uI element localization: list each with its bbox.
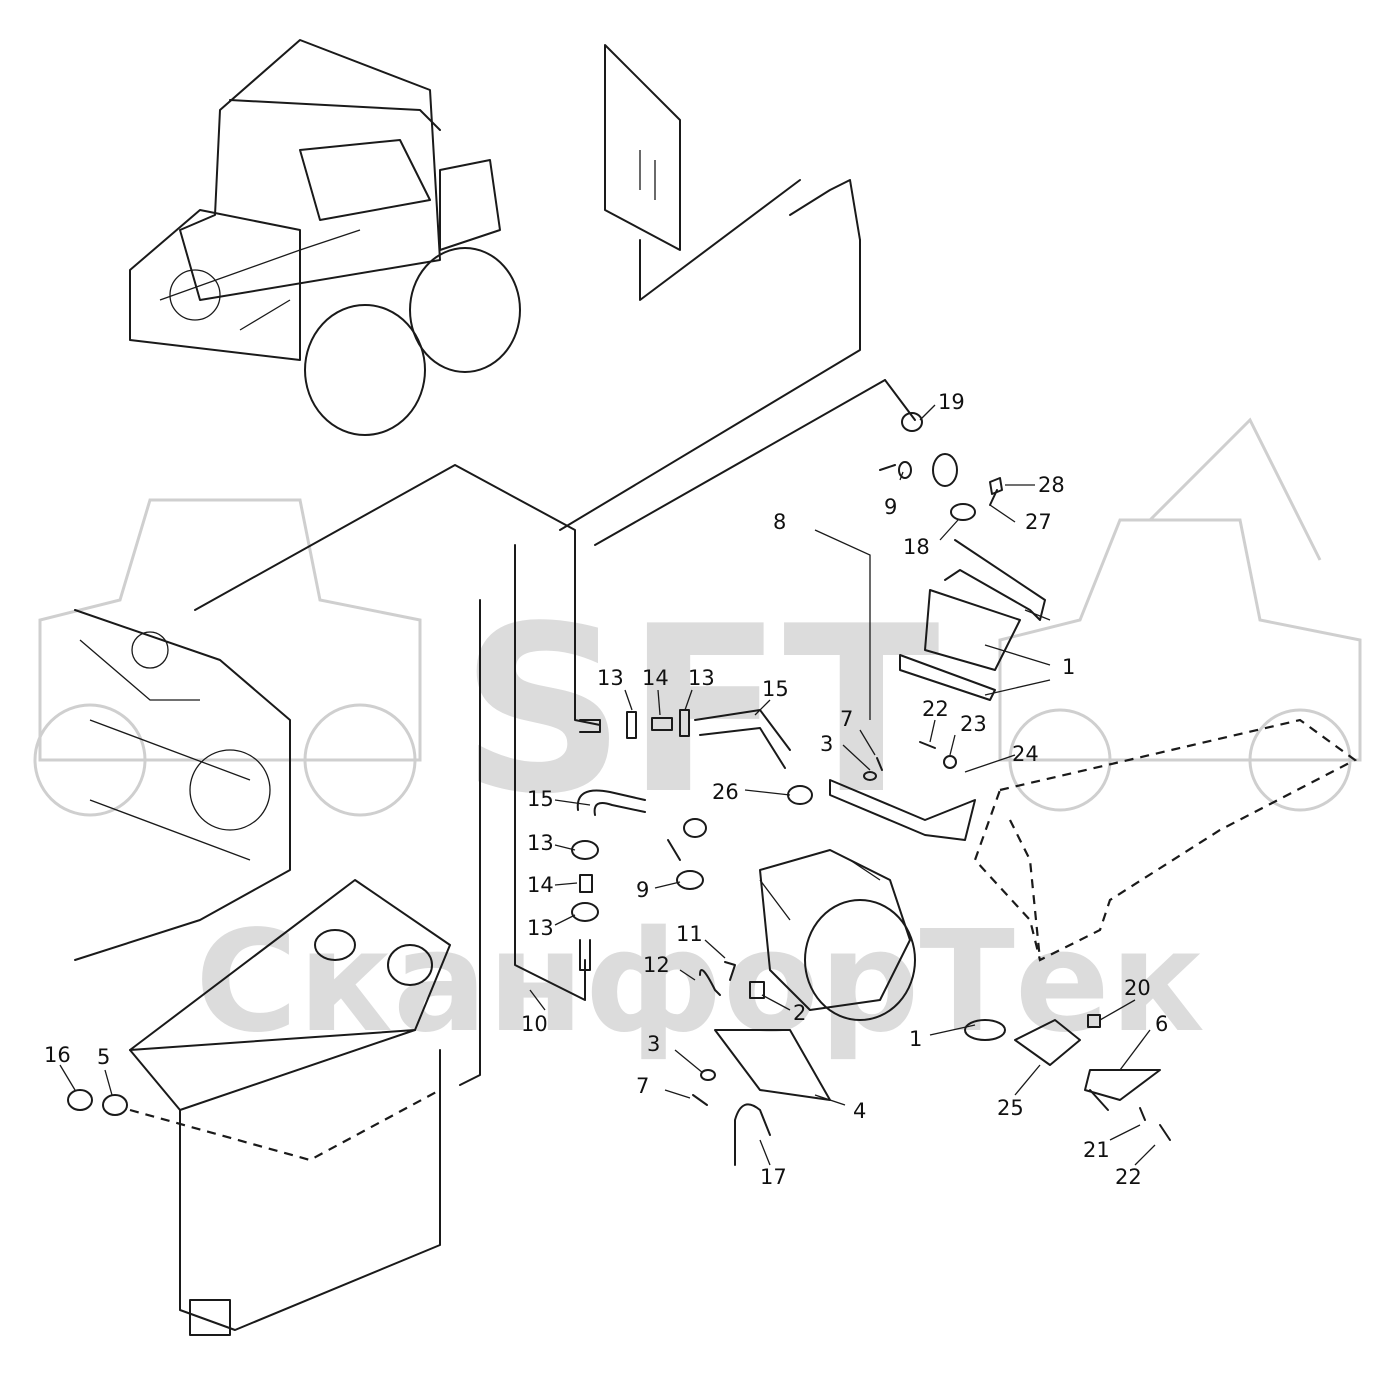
bracket-mount xyxy=(829,779,976,841)
watermark-logo: SFT xyxy=(460,578,940,845)
callout-1: 1 xyxy=(1062,655,1075,679)
callout-1: 1 xyxy=(909,1027,922,1051)
callout-25: 25 xyxy=(997,1096,1024,1120)
callout-22: 22 xyxy=(1115,1165,1142,1189)
pump-motor-assembly xyxy=(759,849,916,1021)
callout-9: 9 xyxy=(636,878,649,902)
callout-12: 12 xyxy=(643,953,670,977)
callout-labels: 19 28 9 27 8 18 1 13 14 13 15 7 22 23 3 … xyxy=(44,390,1168,1189)
callout-8: 8 xyxy=(773,510,786,534)
callout-15: 15 xyxy=(527,787,554,811)
washer-reservoir-tank xyxy=(129,879,451,1336)
callout-20: 20 xyxy=(1124,976,1151,1000)
callout-2: 2 xyxy=(793,1001,806,1025)
callout-7: 7 xyxy=(840,707,853,731)
callout-27: 27 xyxy=(1025,510,1052,534)
callout-22: 22 xyxy=(922,697,949,721)
callout-10: 10 xyxy=(521,1012,548,1036)
small-parts xyxy=(67,412,1171,1166)
frame-dashed xyxy=(973,718,1358,962)
watermark-tractor-outline-left xyxy=(33,498,422,817)
callout-3: 3 xyxy=(647,1032,660,1056)
bracket-upper xyxy=(899,539,1046,701)
watermark: SFT СканфорТек xyxy=(33,417,1362,1064)
washer-nozzle-panel xyxy=(559,44,861,531)
callout-15: 15 xyxy=(762,677,789,701)
callout-6: 6 xyxy=(1155,1012,1168,1036)
callout-13: 13 xyxy=(527,916,554,940)
callout-24: 24 xyxy=(1012,742,1039,766)
callout-26: 26 xyxy=(712,780,739,804)
callout-3: 3 xyxy=(820,732,833,756)
callout-14: 14 xyxy=(527,873,554,897)
callout-5: 5 xyxy=(97,1045,110,1069)
callout-7: 7 xyxy=(636,1074,649,1098)
watermark-excavator-outline-right xyxy=(998,417,1362,812)
callout-21: 21 xyxy=(1083,1138,1110,1162)
callout-18: 18 xyxy=(903,535,930,559)
leader-lines xyxy=(59,404,1156,1166)
callout-16: 16 xyxy=(44,1043,71,1067)
callout-13: 13 xyxy=(688,666,715,690)
engine-block-illustration xyxy=(74,609,291,961)
callout-13: 13 xyxy=(527,831,554,855)
callout-13: 13 xyxy=(597,666,624,690)
callout-23: 23 xyxy=(960,712,987,736)
tractor-overview-illustration xyxy=(129,39,521,436)
hose-routing xyxy=(194,379,916,1086)
callout-9: 9 xyxy=(884,495,897,519)
callout-17: 17 xyxy=(760,1165,787,1189)
callout-14: 14 xyxy=(642,666,669,690)
callout-28: 28 xyxy=(1038,473,1065,497)
callout-19: 19 xyxy=(938,390,965,414)
callout-11: 11 xyxy=(676,922,703,946)
callout-4: 4 xyxy=(853,1099,866,1123)
